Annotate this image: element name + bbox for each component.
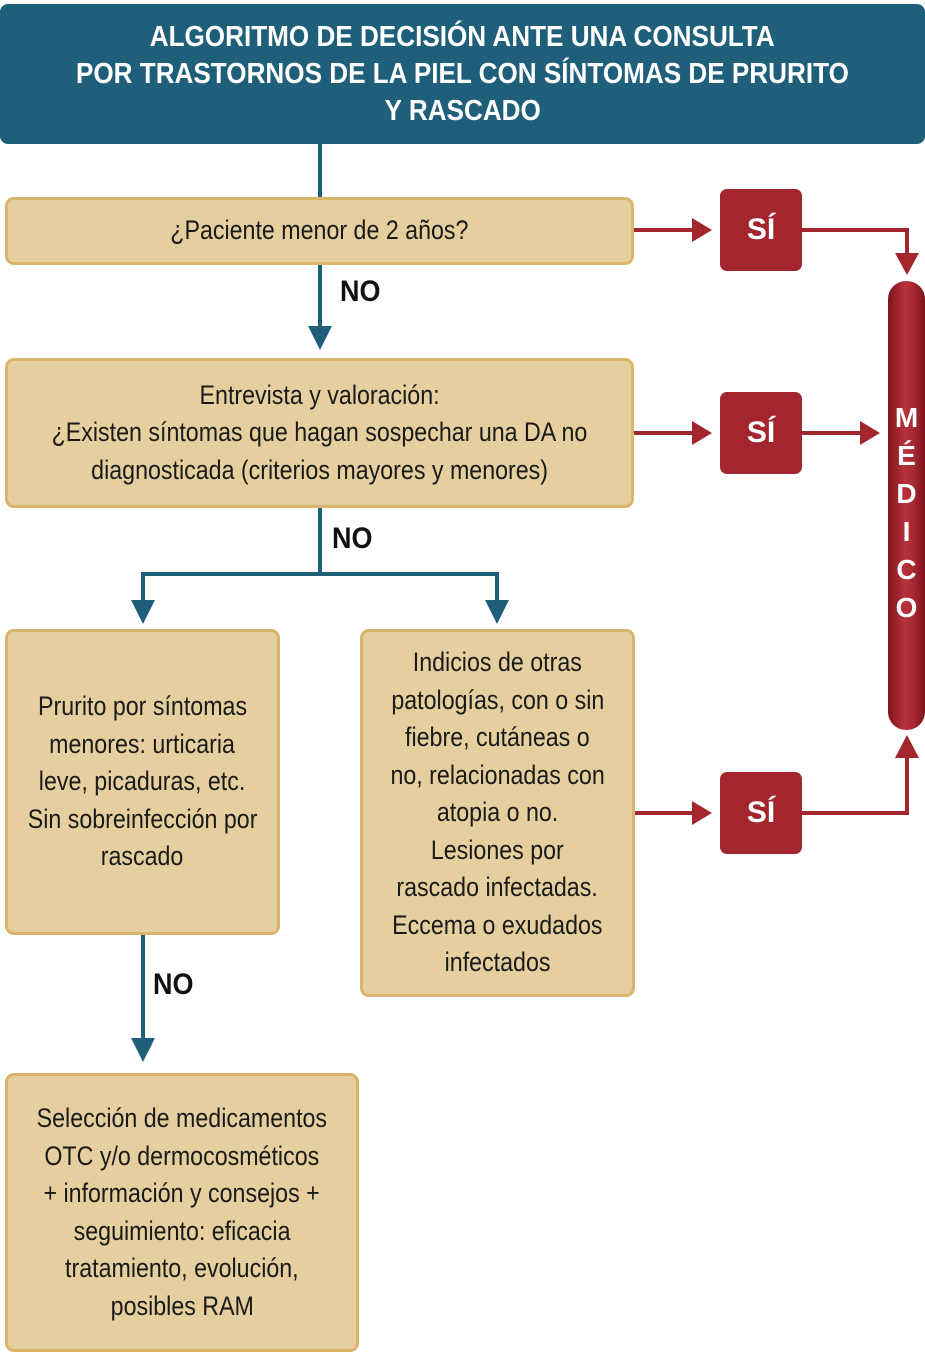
doctor-letter-2: É: [897, 440, 916, 471]
question-age-line-1: ¿Paciente menor de 2 años?: [170, 215, 469, 246]
yes-box-age: SÍ: [720, 189, 802, 271]
yes-box-interview: SÍ: [720, 392, 802, 474]
arrowhead-q1-no: [308, 326, 332, 350]
interview-line-3: diagnosticada (criterios mayores y menor…: [91, 454, 548, 485]
arrowhead-split-right: [485, 600, 509, 624]
selection-line-6: posibles RAM: [110, 1290, 254, 1321]
other-line-4: no, relacionadas con: [390, 759, 605, 790]
interview-assessment-box: Entrevista y valoración: ¿Existen síntom…: [5, 358, 634, 508]
question-age-box: ¿Paciente menor de 2 años?: [5, 197, 634, 265]
other-line-7: rascado infectadas.: [396, 872, 599, 903]
minor-line-4: Sin sobreinfección por: [27, 803, 258, 834]
other-line-8: Eccema o exudados: [392, 909, 603, 940]
minor-symptoms-box: Prurito por síntomas menores: urticaria …: [5, 629, 280, 935]
minor-line-5: rascado: [101, 841, 184, 872]
interview-line-2: ¿Existen síntomas que hagan sospechar un…: [51, 417, 588, 448]
other-line-6: Lesiones por: [431, 834, 564, 865]
other-line-9: infectados: [444, 947, 551, 978]
minor-line-1: Prurito por síntomas: [37, 691, 248, 722]
no-label-minor: NO: [153, 968, 194, 1001]
arrowhead-yes3-to-doctor: [895, 735, 919, 758]
title-line-3: Y RASCADO: [384, 94, 541, 127]
connector-yes3-to-doctor: [802, 756, 909, 815]
connector-yes1-to-doctor: [802, 228, 909, 255]
arrowhead-other-yes: [692, 801, 712, 825]
other-line-1: Indicios de otras: [412, 647, 583, 678]
arrowhead-yes2-to-doctor: [860, 421, 880, 445]
other-pathologies-box: Indicios de otras patologías, con o sin …: [360, 629, 635, 997]
other-line-5: atopia o no.: [436, 797, 559, 828]
arrowhead-q1-yes: [692, 218, 712, 242]
doctor-letter-5: C: [896, 554, 917, 585]
arrowhead-q2-yes: [692, 421, 712, 445]
arrowhead-yes1-to-doctor: [895, 253, 919, 275]
medication-selection-box: Selección de medicamentos OTC y/o dermoc…: [5, 1073, 359, 1352]
doctor-referral-bar: M É D I C O: [888, 281, 925, 730]
selection-line-2: OTC y/o dermocosméticos: [44, 1140, 320, 1171]
selection-line-3: + información y consejos +: [43, 1178, 321, 1208]
other-line-3: fiebre, cutáneas o: [405, 722, 590, 753]
interview-line-1: Entrevista y valoración:: [199, 379, 440, 410]
doctor-letter-4: I: [902, 516, 911, 547]
selection-line-5: tratamiento, evolución,: [65, 1253, 299, 1283]
title-line-1: ALGORITMO DE DECISIÓN ANTE UNA CONSULTA: [150, 20, 775, 53]
no-label-age: NO: [340, 275, 381, 308]
selection-line-1: Selección de medicamentos: [36, 1103, 328, 1133]
minor-line-3: leve, picaduras, etc.: [39, 766, 246, 797]
minor-line-2: menores: urticaria: [49, 728, 236, 759]
doctor-letter-6: O: [895, 592, 918, 623]
yes-box-other: SÍ: [720, 772, 802, 854]
other-line-2: patologías, con o sin: [390, 684, 604, 715]
doctor-letter-1: M: [894, 402, 919, 433]
arrowhead-split-left: [131, 600, 155, 624]
title-line-2: POR TRASTORNOS DE LA PIEL CON SÍNTOMAS D…: [76, 57, 849, 90]
selection-line-4: seguimiento: eficacia: [73, 1215, 291, 1246]
doctor-letter-3: D: [896, 478, 917, 509]
no-label-interview: NO: [332, 522, 373, 555]
arrowhead-minor-no: [131, 1038, 155, 1062]
diagram-title: ALGORITMO DE DECISIÓN ANTE UNA CONSULTA …: [0, 4, 925, 144]
